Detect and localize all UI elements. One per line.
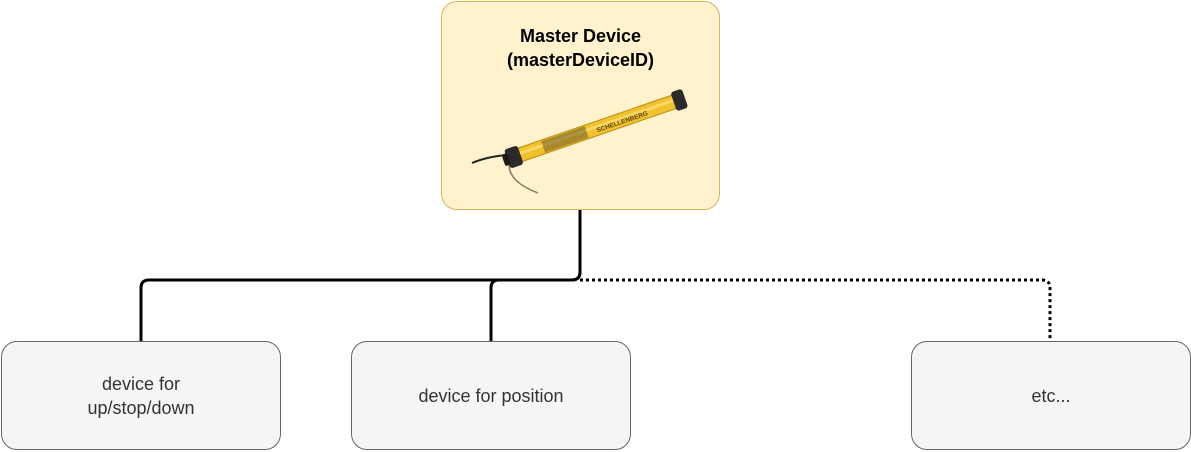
device-position-node[interactable]: device for position [351, 341, 631, 450]
edge-master-to-etc [580, 278, 1052, 341]
master-device-title-line2: (masterDeviceID) [506, 50, 655, 70]
etc-label: etc... [1031, 385, 1071, 406]
tubular-motor-image: SCHELLENBERG [471, 89, 688, 194]
device-up-stop-down-label: device for up/stop/down [87, 373, 195, 418]
master-device-title-line1: Master Device [519, 26, 642, 46]
edge-master-to-device-position [489, 271, 582, 341]
etc-node[interactable]: etc... [911, 341, 1191, 450]
device-up-stop-down-node[interactable]: device for up/stop/down [1, 341, 281, 450]
edge-master-to-device-up-stop-down [139, 210, 582, 341]
device-position-label: device for position [418, 385, 564, 406]
master-device-title: Master Device (masterDeviceID) [507, 24, 654, 72]
